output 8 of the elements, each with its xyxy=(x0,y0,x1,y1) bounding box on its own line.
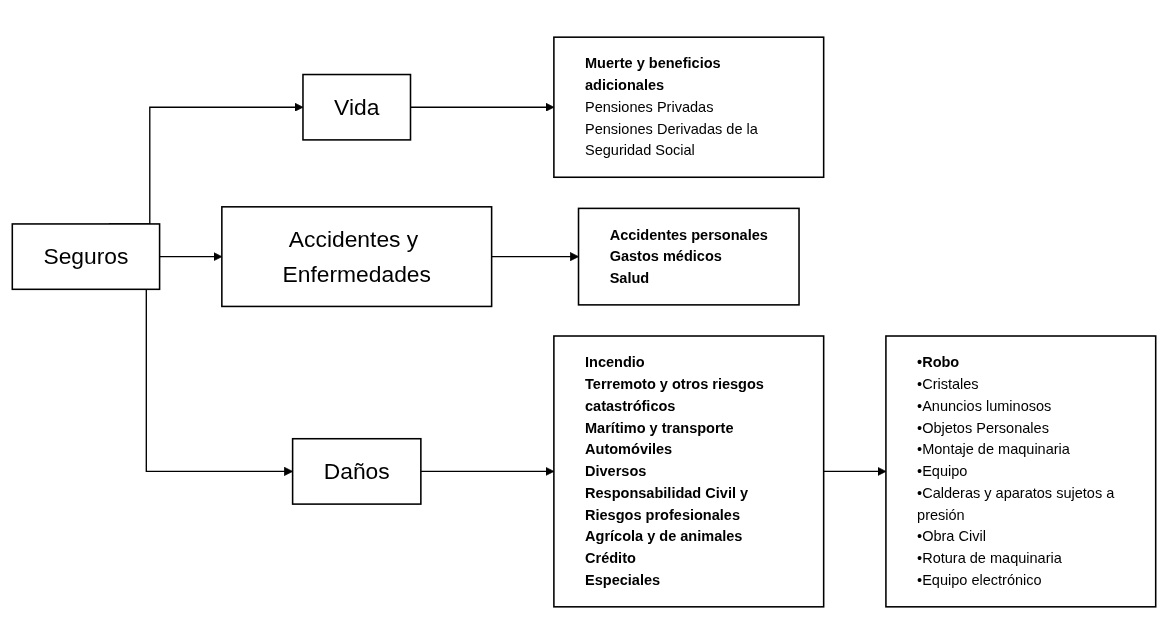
node-box: Muerte y beneficios adicionales Pensiones Privadas Pensiones Derivadas de la Seguridad Social xyxy=(553,36,825,179)
node-box: Incendio Terremoto y otros riesgos catastróficos Marítimo y transporte Automóviles Diversos Responsabilidad Civil y Riesgos profesionales Agrícola y de animales Crédito Especiales xyxy=(553,335,825,608)
node-box: Accidentes personales Gastos médicos Salud xyxy=(577,207,800,306)
node-box: •Robo •Cristales •Anuncios luminosos •Objetos Personales •Montaje de maquinaria •Equipo •Calderas y aparatos sujetos a presión •Obra Civil •Rotura de maquinaria •Equipo electrónico xyxy=(885,335,1157,608)
node-box: Accidentes y Enfermedades xyxy=(221,206,493,308)
node-box: Vida xyxy=(302,73,412,141)
node-box: Seguros xyxy=(11,223,161,291)
node-box: Daños xyxy=(291,437,422,505)
